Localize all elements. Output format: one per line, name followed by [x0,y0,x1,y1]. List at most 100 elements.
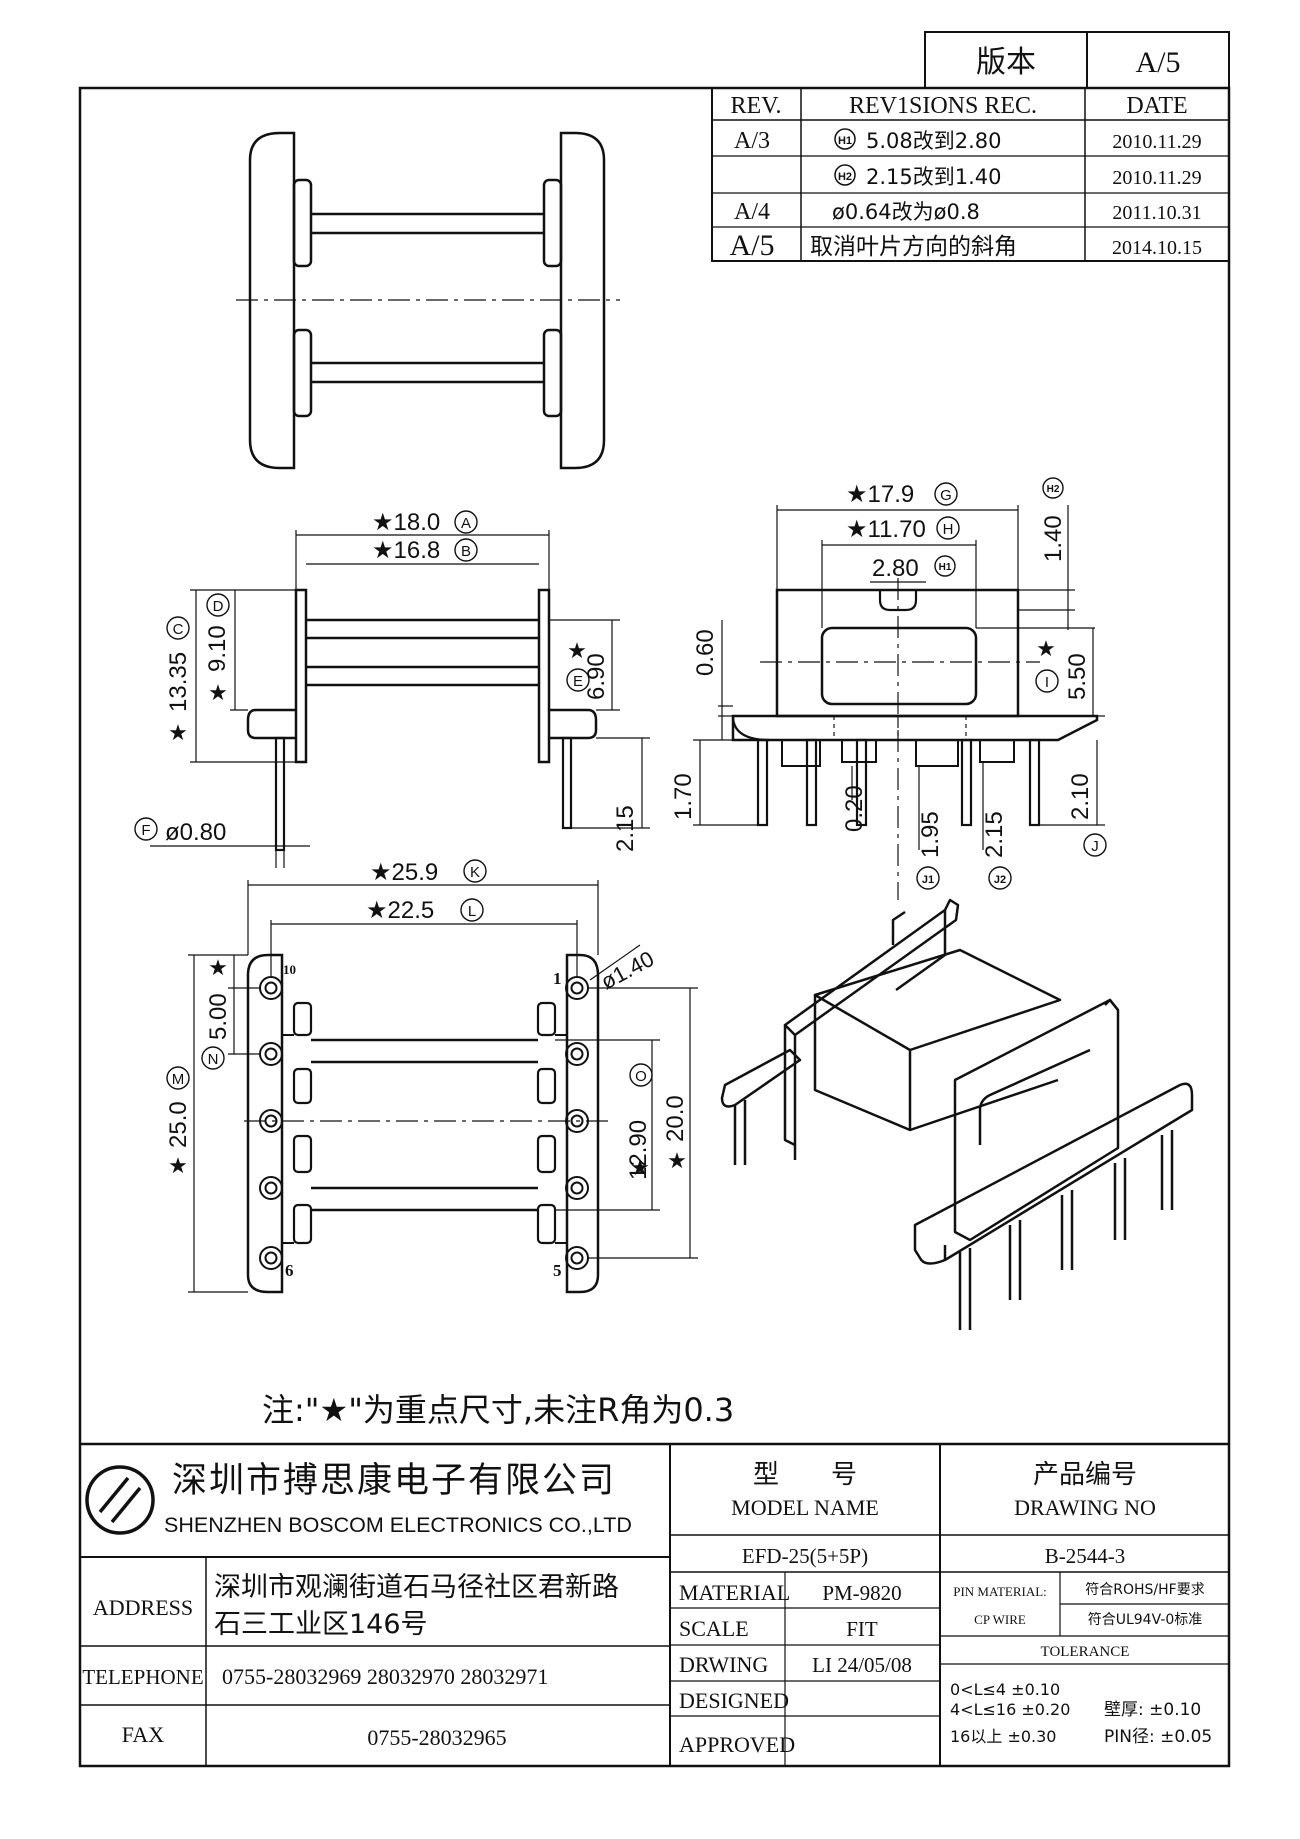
side-view-dimensions: ★18.0 A ★16.8 B 13.35 C ★ 9.10 D ★ ★ E 6… [134,509,650,868]
dim-d-value: 9.10 [204,625,231,672]
pin-label-6: 6 [285,1261,294,1280]
telephone-label: TELEPHONE [82,1665,203,1689]
dim-d-tag: D [213,598,224,615]
dim-e-value: 6.90 [583,653,610,700]
tag-h2-circle [834,164,856,186]
dim-f-value: ø0.80 [165,819,226,846]
tolerance-pin: PIN径: ±0.05 [1104,1727,1212,1747]
dim-k-value: ★25.9 [370,859,438,886]
dim-l-tag: L [468,903,476,920]
dim-f-tag: F [141,822,150,839]
dim-j2-value: 2.15 [981,811,1008,858]
dim-p-value: 20.0 [662,1095,689,1142]
rev-row-1-text: 5.08改到2.80 [866,129,1002,153]
bottom-view-dimensions: ★25.9 K ★22.5 L ø1.40 M 25.0 ★ ★ 5.00 N … [165,859,698,1293]
dim-m-tag: M [172,1071,185,1088]
rev-header-rev: REV. [731,93,782,119]
rev-row-3-date: 2011.10.31 [1112,202,1201,224]
address-line-2: 石三工业区146号 [214,1609,428,1640]
dim-pin-value: 2.15 [612,805,639,852]
version-box: 版本 A/5 [924,31,1230,89]
address-label: ADDRESS [93,1595,193,1620]
dim-c-value: 13.35 [165,652,192,712]
bottom-view-labels: 10 1 6 5 [283,962,562,1280]
dim-h1-value: 2.80 [872,555,919,582]
rev-row-3-rev: A/4 [734,199,770,225]
dim-g-tag: G [940,487,952,504]
dim-h2-value: 1.40 [1040,515,1067,562]
dim-n-value: 5.00 [205,993,232,1040]
material-label: MATERIAL [679,1580,790,1605]
rev-header-date: DATE [1126,93,1187,119]
top-view [236,131,620,470]
drawing-border [78,86,1231,1768]
dim-i-star: ★ [1036,636,1056,661]
scale-value: FIT [846,1617,878,1641]
dim-m-value: 25.0 [165,1101,192,1148]
tag-h1: H1 [838,135,852,147]
tolerance-row-3: 16以上 ±0.30 [950,1727,1056,1746]
dim-c-tag: C [173,621,184,638]
drawing-value: B-2544-3 [1045,1544,1126,1568]
dim-n-star: ★ [208,955,228,980]
dim-a-value: ★18.0 [372,509,440,536]
material-value: PM-9820 [822,1581,901,1605]
dim-h1-tag: H1 [939,562,952,573]
bottom-view [244,953,612,1294]
tag-h1-circle [834,128,856,150]
approved-label: APPROVED [679,1732,795,1757]
telephone-value: 0755-28032969 28032970 28032971 [222,1664,548,1689]
designed-label: DESIGNED [679,1688,789,1713]
rev-row-1-date: 2010.11.29 [1112,131,1201,153]
tolerance-title: TOLERANCE [1041,1644,1130,1660]
dim-j-value: 2.10 [1067,773,1094,820]
rev-row-2-text: 2.15改到1.40 [866,165,1002,189]
pin-label-1: 1 [553,969,562,988]
dim-c-star: ★ [168,720,188,745]
model-value: EFD-25(5+5P) [742,1544,868,1568]
pin-label-10: 10 [283,962,296,977]
dim-h2-tag: H2 [1047,484,1060,495]
dim-o-tag: O [635,1068,647,1085]
front-view-dimensions: ★17.9 G ★11.70 H 2.80 H1 H2 1.40 ★ I 5.5… [670,477,1107,890]
dim-l-value: ★22.5 [366,897,434,924]
drawing-label-en: DRAWING NO [1014,1495,1156,1520]
dim-o-star: ★ [630,1155,650,1180]
model-label-cn: 型 号 [753,1460,857,1490]
dim-b-tag: B [461,543,471,560]
dim-j-tag: J [1091,838,1099,855]
rev-row-2-date: 2010.11.29 [1112,167,1201,189]
scale-label: SCALE [679,1616,749,1641]
tag-h2: H2 [838,171,852,183]
dim-d-star: ★ [208,680,228,705]
dim-h-value: ★11.70 [846,516,926,543]
drawing-label-cn: 产品编号 [1033,1460,1137,1490]
drwing-label: DRWING [679,1652,768,1677]
dim-j2-tag: J2 [994,874,1006,886]
dim-p-star: ★ [667,1148,687,1173]
company-logo [85,1465,155,1535]
revisions-table: REV. REV1SIONS REC. DATE A/3 H1 5.08改到2.… [711,87,1230,262]
dim-a-tag: A [461,515,471,532]
version-label: 版本 [976,45,1036,80]
drawing-note: 注:"★"为重点尺寸,未注R角为0.3 [262,1391,734,1429]
fax-value: 0755-28032965 [367,1725,506,1750]
rev-header-rec: REV1SIONS REC. [849,93,1037,119]
dim-m-star: ★ [168,1153,188,1178]
pin-material-wire: CP WIRE [974,1612,1026,1627]
dim-j1-tag: J1 [922,874,934,886]
dim-e-star: ★ [567,638,587,663]
rev-row-3-text: ø0.64改为ø0.8 [832,200,980,224]
pin-label-5: 5 [553,1261,562,1280]
rev-row-4-rev: A/5 [730,229,775,262]
dim-i-value: 5.50 [1064,653,1091,700]
dim-e-tag: E [573,673,583,690]
company-name-cn: 深圳市搏思康电子有限公司 [172,1461,616,1501]
pin-material-ul: 符合UL94V-0标准 [1088,1612,1203,1628]
tolerance-wall: 壁厚: ±0.10 [1104,1700,1201,1720]
address-line-1: 深圳市观澜街道石马径社区君新路 [214,1572,619,1603]
dim-b-value: ★16.8 [372,537,440,564]
dim-n-tag: N [208,1051,219,1068]
isometric-view [720,898,1194,1330]
